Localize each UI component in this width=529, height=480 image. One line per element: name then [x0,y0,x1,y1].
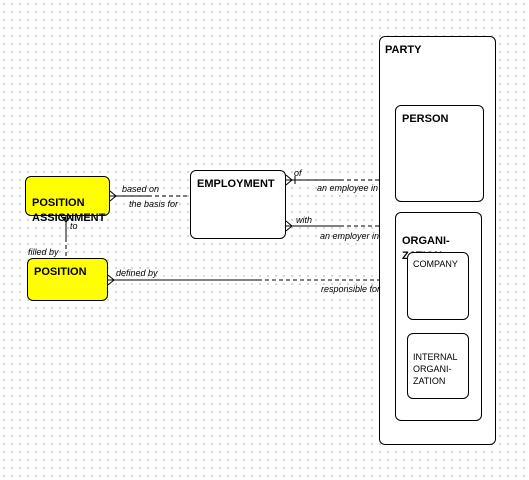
crowfoot-position-party [107,274,115,286]
label-an-employee-in: an employee in [317,183,379,193]
crowfoot-assignment-employment [109,190,117,202]
company-entity[interactable]: COMPANY [407,252,469,320]
label-with: with [296,215,313,225]
crowfoot-employment-org [285,220,293,232]
label-defined-by: defined by [116,268,158,278]
employment-entity[interactable]: EMPLOYMENT [190,170,286,239]
crowfoot-assignment-position [60,215,72,223]
label-an-employer-in: an employer in [320,231,380,241]
person-entity[interactable]: PERSON [395,105,484,202]
crowfoot-employment-person [285,174,293,186]
internal-organization-entity[interactable]: INTERNAL ORGANI- ZATION [407,333,469,399]
party-title: PARTY [385,44,422,56]
internal-organization-title: INTERNAL ORGANI- ZATION [413,352,458,386]
company-title: COMPANY [413,259,458,269]
position-assignment-title: POSITION ASSIGNMENT [32,197,106,224]
label-the-basis-for: the basis for [129,199,179,209]
label-based-on: based on [122,184,160,194]
position-assignment-entity[interactable]: POSITION ASSIGNMENT [25,176,110,224]
label-of: of [294,168,302,178]
label-to: to [70,221,78,231]
person-title: PERSON [402,113,449,125]
label-responsible-for: responsible for [321,284,381,294]
label-filled-by: filled by [28,247,59,257]
position-entity[interactable]: POSITION [27,258,108,301]
employment-title: EMPLOYMENT [197,178,275,190]
position-title: POSITION [34,266,87,278]
